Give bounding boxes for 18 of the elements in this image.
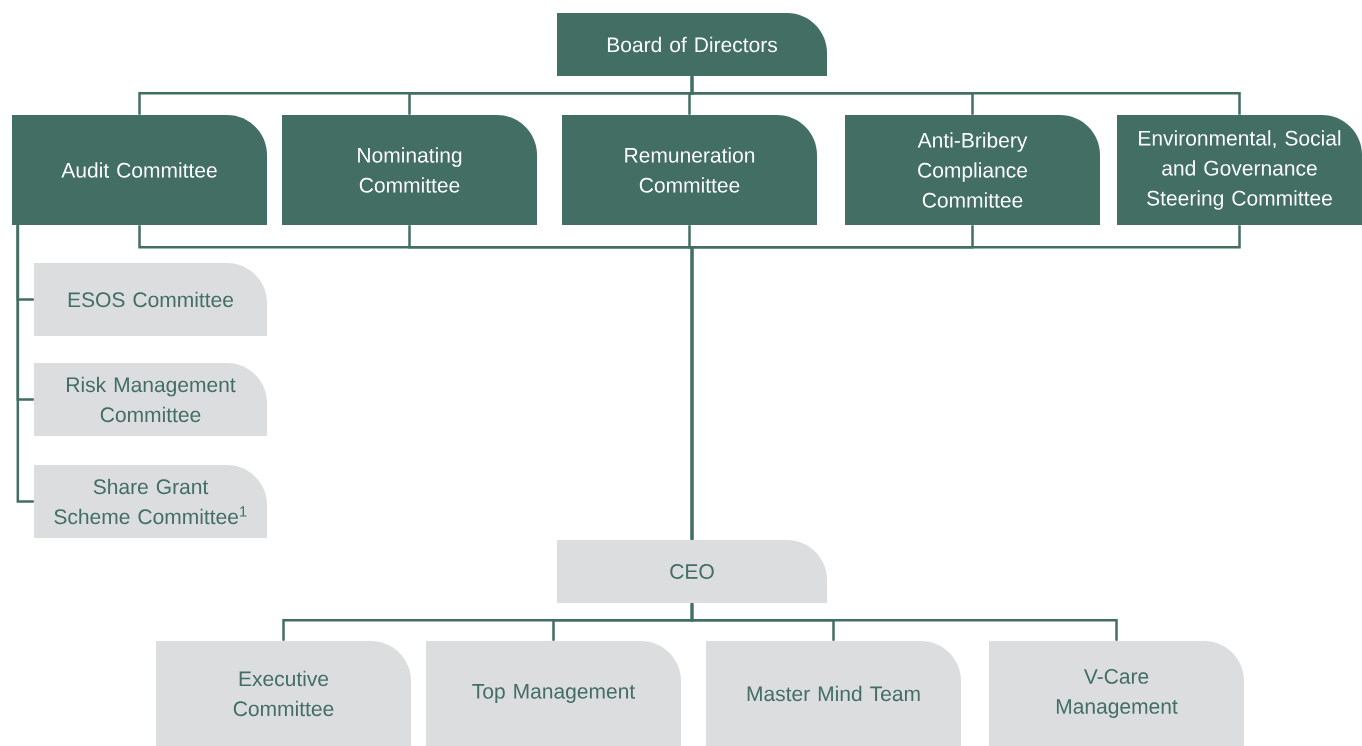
committee-box: Audit Committee (12, 115, 267, 225)
committee-box: Anti-Bribery Compliance Committee (845, 115, 1100, 225)
committee-box: Board of Directors (557, 13, 827, 76)
committee-box: Environmental, Social and Governance Steering Committee (1117, 115, 1362, 225)
connector-line (16, 225, 34, 503)
connector-line (690, 603, 1118, 641)
org-box: CEO (557, 540, 827, 603)
committee-box: Nominating Committee (282, 115, 537, 225)
committee-box: Remuneration Committee (562, 115, 817, 225)
org-box: Master Mind Team (706, 641, 961, 746)
org-box: Risk Management Committee (34, 363, 267, 436)
org-box: Share Grant Scheme Committee$^{1}$ (34, 465, 267, 538)
org-box: V-Care Management (989, 641, 1244, 746)
org-box: Executive Committee (156, 641, 411, 746)
connector-line (690, 76, 1241, 115)
org-box: Top Management (426, 641, 681, 746)
org-box: ESOS Committee (34, 263, 267, 336)
connector-line (690, 225, 1241, 540)
